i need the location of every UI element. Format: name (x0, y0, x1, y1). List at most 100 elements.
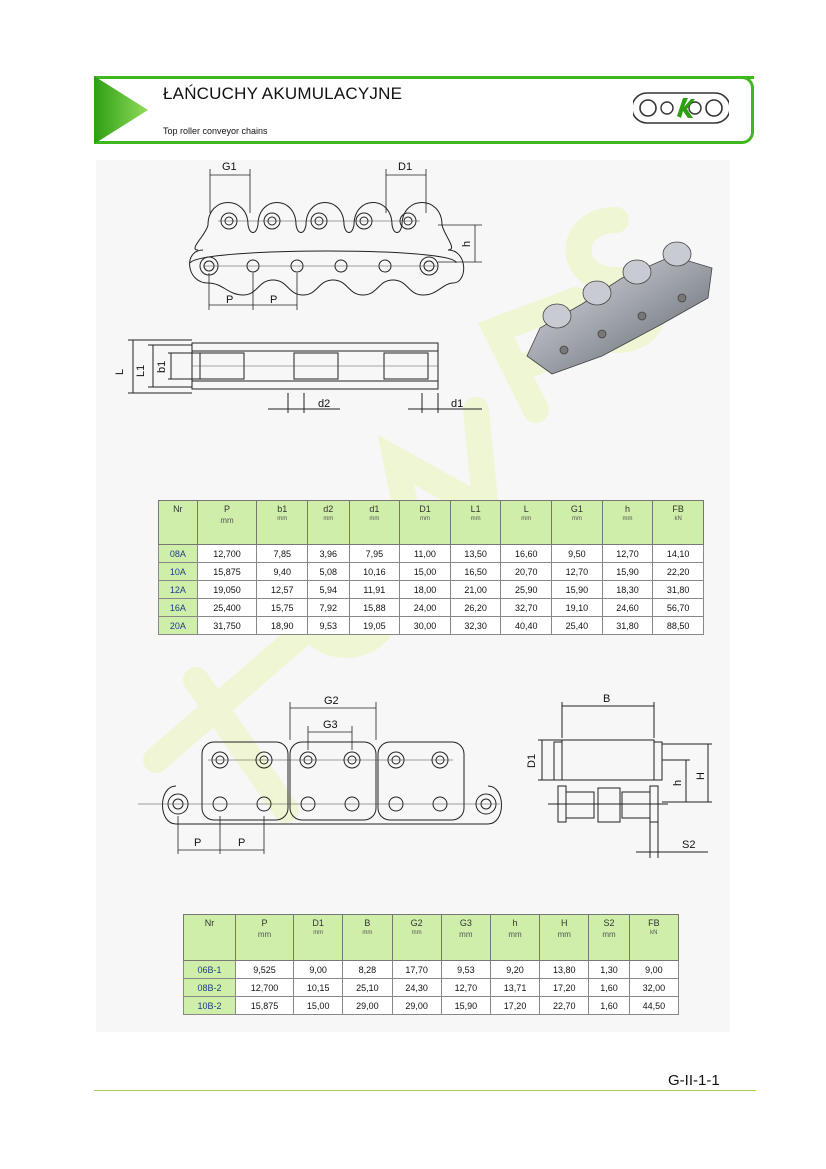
table-cell: 15,90 (440, 996, 491, 1015)
table-cell: 12A (158, 580, 198, 599)
table-cell: 16,50 (449, 562, 502, 581)
bottom-chain-drawing: G2 G3 P P (138, 695, 502, 854)
table-row: 16A 25,400 15,75 7,92 15,88 24,00 26,20 … (158, 598, 704, 617)
table-cell: 17,20 (539, 978, 590, 997)
col-nr: Nr (183, 914, 236, 961)
table-cell: 7,85 (256, 544, 309, 563)
dim-label-d1-lower: d1 (451, 398, 463, 410)
table-cell: 25,400 (196, 598, 258, 617)
table-cell: 15,88 (348, 598, 401, 617)
page-code: G-II-1-1 (668, 1072, 720, 1089)
dim-label-g2: G2 (324, 695, 339, 707)
table-cell: 24,30 (391, 978, 442, 997)
table-cell: 20,70 (500, 562, 553, 581)
dim-label-g3: G3 (323, 719, 338, 731)
table-cell: 15,00 (399, 562, 451, 581)
dim-label-b1: b1 (156, 361, 168, 373)
table-row: 08B-2 12,700 10,15 25,10 24,30 12,70 13,… (183, 978, 680, 997)
table-cell: 18,30 (601, 580, 654, 599)
dim-label-h-lower: h (672, 780, 684, 786)
table-cell: 15,875 (234, 996, 295, 1015)
dim-label-d2: d2 (318, 398, 330, 410)
table-cell: 9,00 (628, 960, 680, 979)
table-cell: 8,28 (342, 960, 393, 979)
table-cell: 3,96 (307, 544, 350, 563)
table-cell: 25,10 (342, 978, 393, 997)
table-cell: 12,70 (601, 544, 654, 563)
page-title: ŁAŃCUCHY AKUMULACYJNE (163, 84, 403, 103)
dim-label-l: L (114, 369, 126, 375)
table-cell: 15,00 (293, 996, 344, 1015)
table-cell: 15,90 (551, 580, 603, 599)
chain-3d-render (526, 241, 713, 375)
table-cell: 15,875 (196, 562, 258, 581)
chain-link-logo-icon (633, 92, 729, 124)
footer-divider (94, 1090, 756, 1091)
table-cell: 15,75 (256, 598, 309, 617)
table-cell: 12,57 (256, 580, 309, 599)
header-frame (94, 76, 754, 144)
table-cell: 25,90 (500, 580, 553, 599)
table-cell: 32,70 (500, 598, 553, 617)
col-nr: Nr (158, 500, 198, 545)
table-cell: 31,80 (652, 580, 704, 599)
table-cell: 24,60 (601, 598, 654, 617)
table-row: 12A 19,050 12,57 5,94 11,91 18,00 21,00 … (158, 580, 704, 599)
table-cell: 12,70 (440, 978, 491, 997)
table-cell: 32,00 (628, 978, 680, 997)
table-cell: 20A (158, 616, 198, 635)
table-cell: 16A (158, 598, 198, 617)
table-row: 10B-2 15,875 15,00 29,00 29,00 15,90 17,… (183, 996, 680, 1015)
table-cell: 14,10 (652, 544, 704, 563)
header-triangle (94, 76, 148, 144)
dim-label-d1-upper: D1 (398, 161, 412, 173)
table-cell: 13,80 (539, 960, 590, 979)
dim-label-l1: L1 (135, 365, 147, 377)
table-cell: 15,90 (601, 562, 654, 581)
table-cell: 10,15 (293, 978, 344, 997)
table-cell: 13,71 (489, 978, 541, 997)
dim-label-p-right: P (238, 837, 245, 849)
table-cell: 10,16 (348, 562, 401, 581)
table-cell: 12,70 (551, 562, 603, 581)
table-cell: 9,00 (293, 960, 344, 979)
table-cell: 12,700 (234, 978, 295, 997)
table-cell: 22,70 (539, 996, 590, 1015)
table-cell: 9,40 (256, 562, 309, 581)
table-cell: 5,08 (307, 562, 350, 581)
dim-label-h-upper: H (695, 772, 707, 780)
table-cell: 1,60 (588, 978, 630, 997)
table-cell: 1,60 (588, 996, 630, 1015)
table-row: 06B-1 9,525 9,00 8,28 17,70 9,53 9,20 13… (183, 960, 680, 979)
table-cell: 88,50 (652, 616, 704, 635)
table-cell: 11,00 (399, 544, 451, 563)
table-cell: 10B-2 (183, 996, 236, 1015)
table-cell: 06B-1 (183, 960, 236, 979)
table-cell: 26,20 (449, 598, 502, 617)
table-cell: 9,50 (551, 544, 603, 563)
table-cell: 19,05 (348, 616, 401, 635)
table-row: 20A 31,750 18,90 9,53 19,05 30,00 32,30 … (158, 616, 704, 635)
table-cell: 56,70 (652, 598, 704, 617)
dim-label-d1: D1 (526, 754, 538, 768)
dim-label-b: B (603, 693, 610, 705)
table-cell: 12,700 (196, 544, 258, 563)
table-cell: 08B-2 (183, 978, 236, 997)
table-cell: 32,30 (449, 616, 502, 635)
